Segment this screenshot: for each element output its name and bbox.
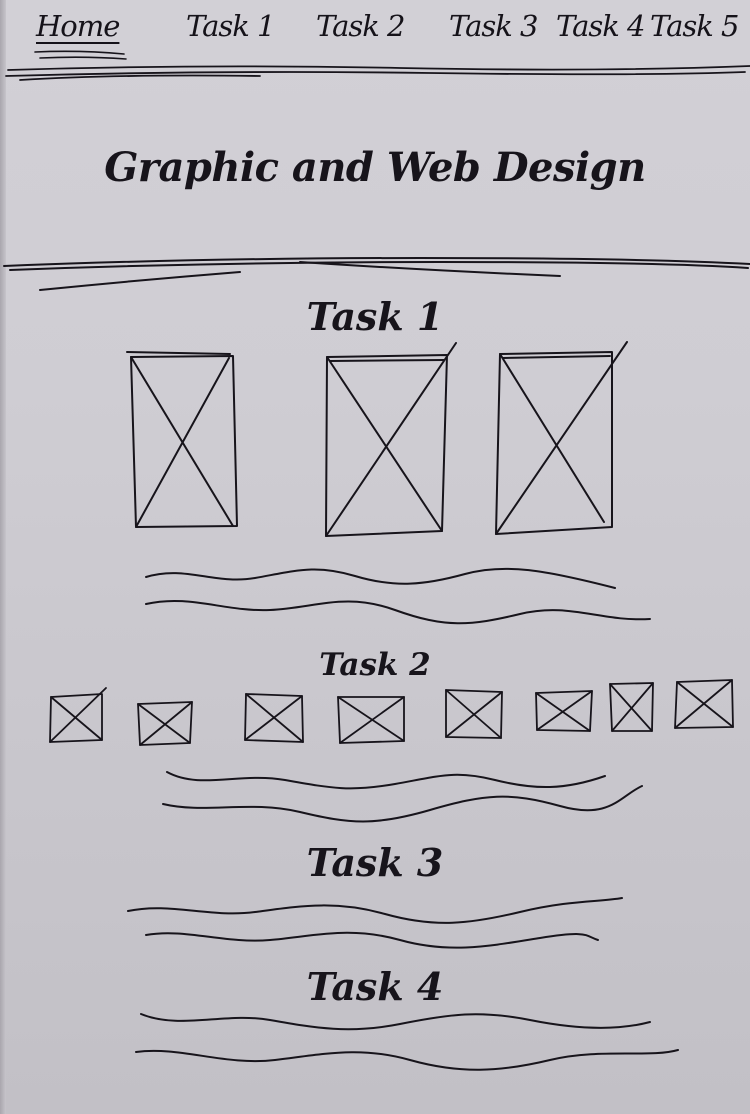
section-heading-task-3: Task 3 — [306, 840, 444, 885]
task2-image-placeholder-4[interactable] — [337, 696, 405, 744]
nav-item-task-4[interactable]: Task 4 — [556, 9, 646, 43]
task1-image-placeholder-3[interactable] — [495, 341, 628, 535]
task2-image-placeholder-2[interactable] — [137, 701, 193, 746]
nav-item-task-1[interactable]: Task 1 — [186, 9, 276, 43]
home-underline — [34, 50, 127, 60]
nav-item-task-3[interactable]: Task 3 — [449, 9, 539, 43]
task3-text-lines — [127, 897, 623, 949]
top-nav: Home Task 1 Task 2 Task 3 Task 4 Task 5 — [0, 0, 750, 60]
section-heading-task-2: Task 2 — [319, 647, 431, 683]
nav-divider — [5, 65, 750, 81]
nav-item-home[interactable]: Home — [36, 9, 120, 43]
task2-image-placeholder-5[interactable] — [445, 689, 503, 739]
task1-image-placeholder-2[interactable] — [325, 342, 457, 537]
header-divider — [3, 257, 750, 291]
task2-image-placeholder-1[interactable] — [49, 687, 107, 743]
nav-item-task-5[interactable]: Task 5 — [650, 9, 740, 43]
page-title: Graphic and Web Design — [104, 144, 646, 191]
task2-image-placeholder-3[interactable] — [244, 693, 304, 743]
paper-fold-shadow — [0, 0, 6, 1114]
nav-item-task-2[interactable]: Task 2 — [316, 9, 406, 43]
task1-image-placeholder-1[interactable] — [126, 351, 238, 528]
task1-text-lines — [145, 567, 651, 625]
task2-image-placeholder-6[interactable] — [535, 690, 593, 732]
section-heading-task-4: Task 4 — [306, 964, 444, 1009]
task2-image-placeholder-7[interactable] — [609, 682, 654, 732]
task2-image-placeholder-8[interactable] — [674, 679, 734, 729]
task4-text-lines — [135, 1013, 679, 1071]
section-heading-task-1: Task 1 — [306, 294, 444, 339]
task2-text-lines — [162, 771, 643, 823]
